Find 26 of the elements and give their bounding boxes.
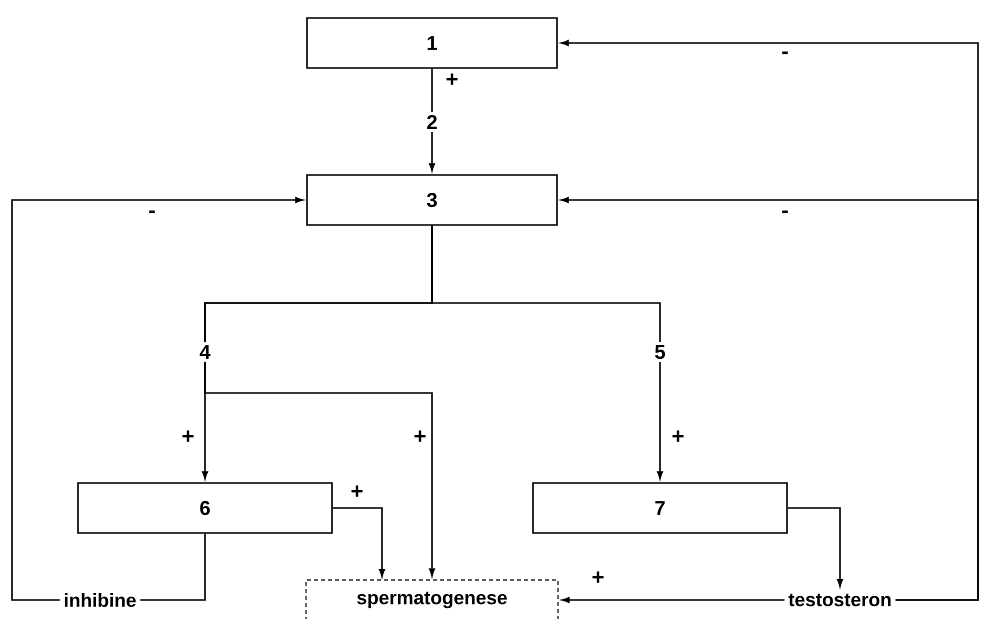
arrow xyxy=(788,507,844,587)
hormone-number: 4 xyxy=(196,342,214,362)
arrow xyxy=(431,226,664,480)
process-box: 3 xyxy=(306,174,558,226)
node-text: inhibine xyxy=(60,590,140,610)
process-box: 6 xyxy=(77,482,333,534)
arrow xyxy=(332,507,386,577)
arrow xyxy=(429,68,436,172)
edge-label: + xyxy=(182,430,194,442)
hormone-number: 2 xyxy=(423,112,441,132)
arrow xyxy=(560,40,979,601)
edge-label: - xyxy=(782,52,788,54)
arrow xyxy=(11,197,304,601)
edge-label: + xyxy=(672,430,684,442)
process-box: 7 xyxy=(532,482,788,534)
edge-label: - xyxy=(782,210,788,214)
edge-label: + xyxy=(352,486,363,497)
edge-label: + xyxy=(446,74,458,85)
process-box: 1 xyxy=(306,17,558,69)
edge-label: + xyxy=(414,430,426,442)
edge-label: + xyxy=(592,572,604,583)
process-box: spermatogenese xyxy=(305,579,559,619)
arrow xyxy=(562,597,784,604)
node-text: testosteron xyxy=(785,590,895,610)
edge-label: - xyxy=(149,210,155,214)
hormone-number: 5 xyxy=(651,342,669,362)
